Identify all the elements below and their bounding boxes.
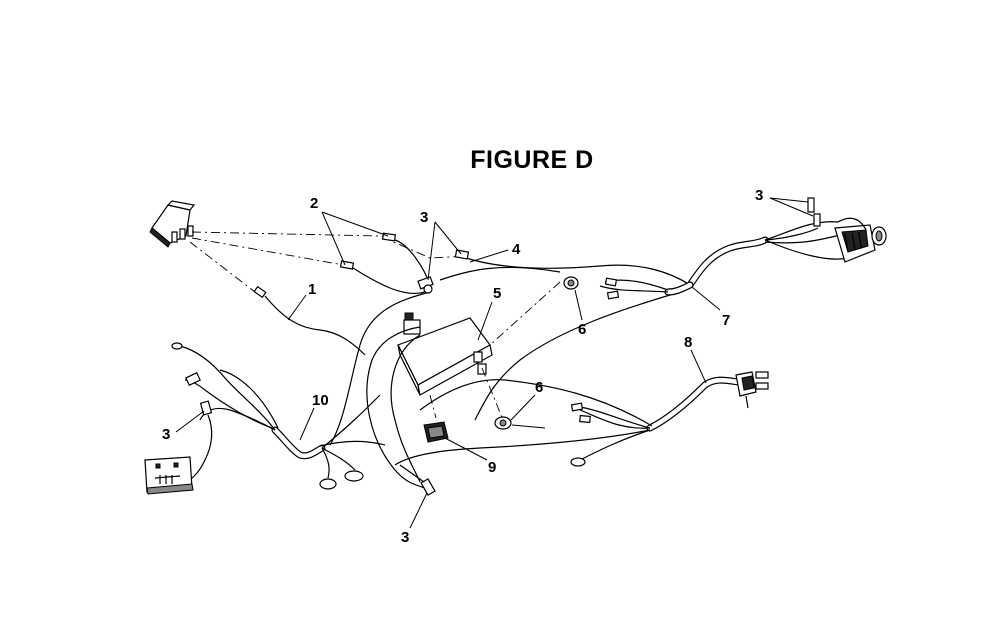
callout-8: 8 bbox=[684, 334, 692, 351]
terminal-icon bbox=[399, 464, 436, 496]
callout-3: 3 bbox=[162, 426, 170, 443]
ring-terminal-icon bbox=[171, 342, 364, 490]
switch-assembly-icon bbox=[807, 197, 887, 263]
callout-3: 3 bbox=[401, 529, 409, 546]
figure-title: FIGURE D bbox=[470, 146, 594, 174]
callout-3: 3 bbox=[755, 187, 763, 204]
grommet-icon bbox=[423, 421, 449, 443]
battery-box-icon bbox=[397, 312, 493, 396]
callout-9: 9 bbox=[488, 459, 496, 476]
callout-2: 2 bbox=[310, 195, 318, 212]
terminal-icon bbox=[417, 249, 470, 294]
callout-5: 5 bbox=[493, 285, 501, 302]
grommet-icon bbox=[494, 416, 512, 430]
plug-connector-icon bbox=[735, 371, 769, 409]
callout-6: 6 bbox=[535, 379, 543, 396]
callout-4: 4 bbox=[512, 241, 521, 258]
circuit-board-icon bbox=[144, 456, 194, 495]
grommet-icon bbox=[563, 276, 579, 290]
callout-3: 3 bbox=[420, 209, 428, 226]
callout-6: 6 bbox=[578, 321, 586, 338]
callout-1: 1 bbox=[308, 281, 316, 298]
wire-connector-icon bbox=[253, 232, 397, 299]
relay-connector-icon bbox=[149, 200, 196, 248]
callout-10: 10 bbox=[312, 392, 329, 409]
callout-7: 7 bbox=[722, 312, 730, 329]
